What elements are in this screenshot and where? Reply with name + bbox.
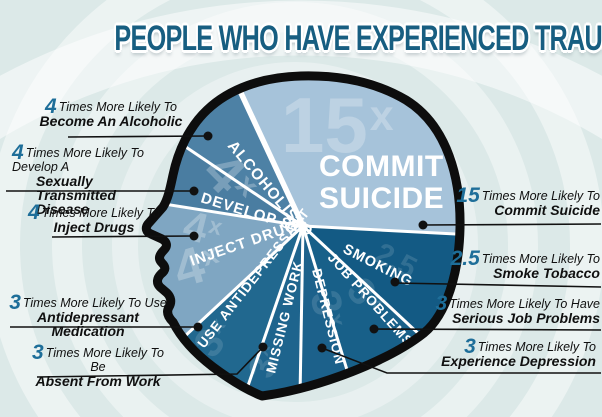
callout-text: Times More Likely To [41,206,160,220]
pointer-dot-suicide [418,220,428,230]
pointer-line-alcoholic [67,135,209,138]
page-title-text: PEOPLE WHO HAVE EXPERIENCED TRAUMA ARE: [114,19,602,58]
pointer-line-inject [51,235,195,238]
page-title: PEOPLE WHO HAVE EXPERIENCED TRAUMA ARE: [0,19,602,59]
pointer-dot-alcoholic [203,131,213,141]
callout-line2: Antidepressant Medication [37,309,139,339]
callout-text: Times More Likely To [481,252,600,266]
divider-missing-antidepressant [194,225,305,396]
wedge-smoking [303,226,461,396]
callout-number: 4 [28,201,40,224]
callout-text: Times More Likely To Use [22,296,167,310]
callout-text: Times More Likely To [481,189,600,203]
pointer-dot-inject [189,231,199,241]
pointer-dot-antidepressant [193,322,203,332]
background-arc-middle [52,2,538,417]
head-outline [141,71,465,401]
callout-number: 2.5 [450,247,480,270]
callout-number: 4 [45,95,57,118]
callout-line2: Become An Alcoholic [39,113,183,129]
pointer-line-absent [36,346,264,378]
callout-line2: Serious Job Problems [452,310,600,326]
pointer-line-depression [321,347,601,374]
callout-line3: Disease [36,201,89,217]
callout-number: 3 [9,291,21,314]
callout-text: Times More Likely To Develop A [12,146,144,174]
wedge-inject-drugs [146,174,303,396]
callout-line2: Absent From Work [35,373,161,389]
divider-suicide-smoking [302,224,461,245]
callout-number: 4 [12,141,24,164]
pointer-line-job [373,328,602,331]
watermark-x: x [370,92,394,140]
pointer-dot-smoke [390,277,400,287]
callout-line2: Sexually Transmitted [36,173,116,203]
pointer-line-suicide [422,223,602,226]
pointer-dot-job [369,324,379,334]
callout-number: 3 [435,292,448,315]
pointer-dot-std [189,186,199,196]
watermark-suicide: 15x [281,81,394,169]
divider-inject-std [146,172,304,228]
pointer-dot-depression [317,343,327,353]
callout-number: 3 [464,335,476,358]
wedge-label-commit: COMMIT [319,150,444,183]
callout-line2: Commit Suicide [494,202,600,218]
callout-text: Times More Likely To [477,340,596,354]
callout-line2: Inject Drugs [53,219,135,235]
wedge-label-suicide: SUICIDE [319,182,444,215]
callout-text: Times More Likely To Be [45,346,164,374]
callout-text: Times More Likely To Have [449,297,600,311]
callout-line2: Experience Depression [441,353,596,369]
watermark-x: x [206,212,225,240]
callout-text: Times More Likely To [58,100,177,114]
callout-line2: Smoke Tobacco [493,265,600,281]
pointer-dot-absent [258,342,268,352]
callout-number: 3 [32,341,44,364]
wedge-develop-std [146,75,303,226]
pointer-line-smoke [394,282,602,288]
callout-number: 15 [456,184,480,207]
watermark-number: 15 [281,81,368,169]
background-arc-top [0,0,602,140]
